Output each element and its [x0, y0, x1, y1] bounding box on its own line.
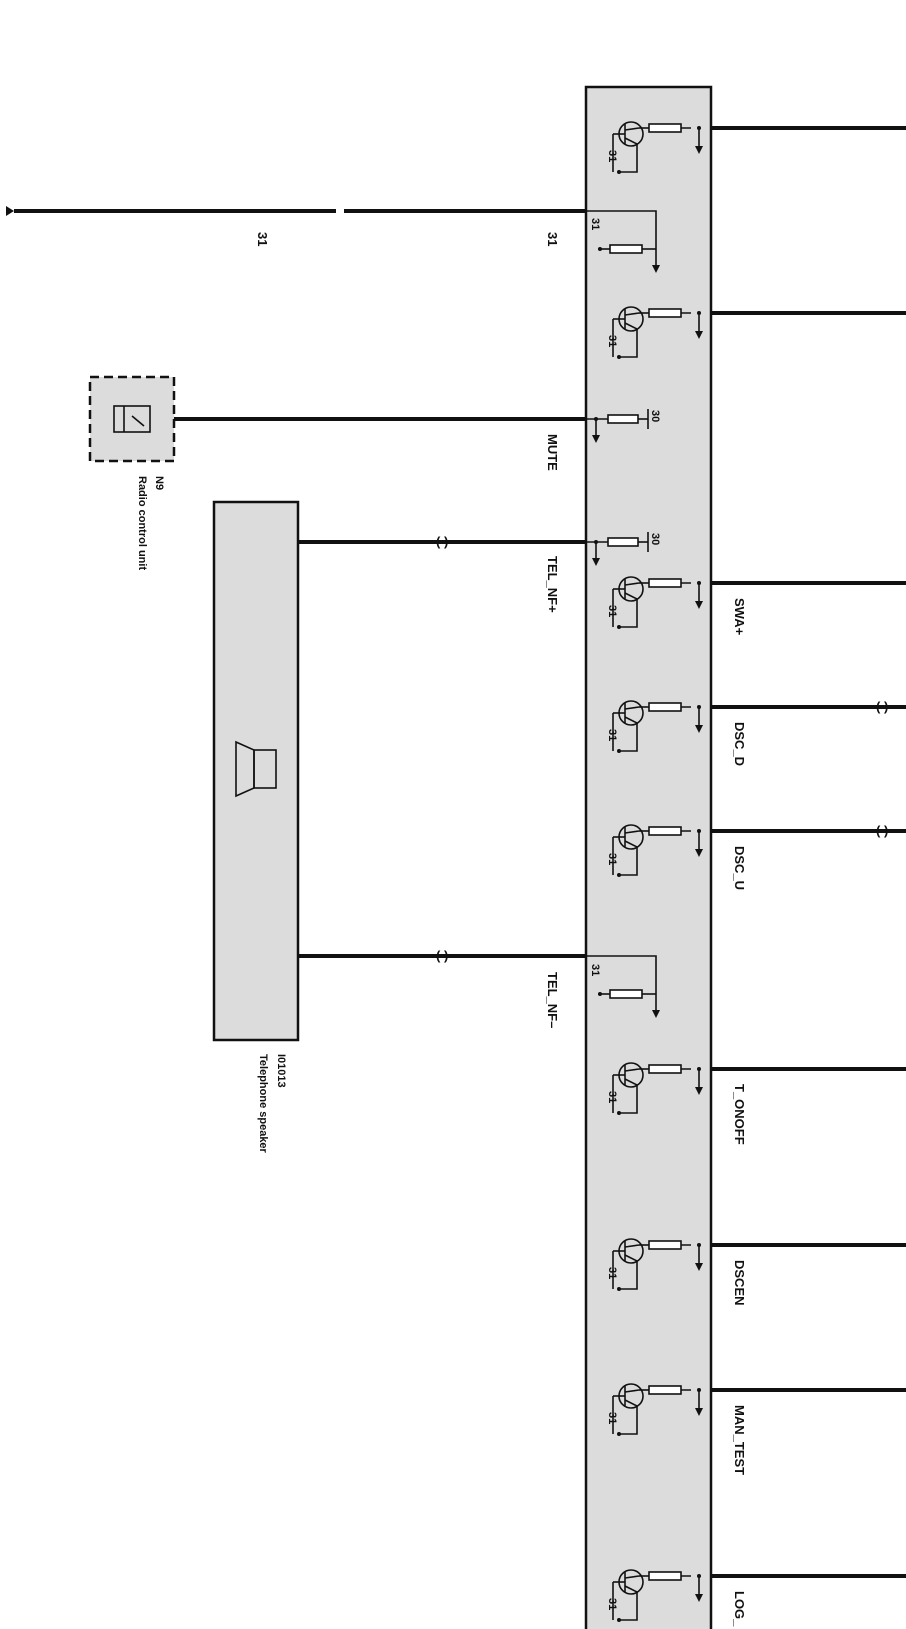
- terminal-31-man-test: 31: [606, 1412, 618, 1424]
- radio-unit-name: Radio control unit: [136, 476, 148, 570]
- terminal-31-dsc-u: 31: [606, 853, 618, 865]
- terminal-31-dsc-d: 31: [606, 729, 618, 741]
- log-label: LOG_: [732, 1591, 747, 1627]
- tel-nf-minus-label: TEL_NF–: [545, 972, 560, 1028]
- ground-label-right: 31: [545, 232, 560, 246]
- speaker-icon: [235, 740, 277, 798]
- connector-mark-4: ( ): [876, 823, 888, 838]
- t-onoff-label: T_ONOFF: [732, 1084, 747, 1145]
- radio-control-unit-box: [88, 375, 176, 463]
- terminal-31-t1: 31: [606, 150, 618, 162]
- connector-mark-2: ( ): [436, 948, 448, 963]
- dscen-label: DSCEN: [732, 1260, 747, 1306]
- man-test-label: MAN_TEST: [732, 1405, 747, 1475]
- swa-plus-label: SWA+: [732, 598, 747, 636]
- tel-nf-plus-label: TEL_NF+: [545, 556, 560, 613]
- dsc-d-label: DSC_D: [732, 722, 747, 766]
- terminal-31-dscen: 31: [606, 1267, 618, 1279]
- speaker-name: Telephone speaker: [257, 1054, 269, 1154]
- terminal-31-label: 31: [589, 218, 601, 230]
- mute-label: MUTE: [545, 434, 560, 471]
- speaker-code: I01013: [275, 1054, 287, 1088]
- telephone-speaker-box: [212, 500, 300, 1042]
- terminal-30-label-mute: 30: [649, 410, 661, 422]
- terminal-31-label-tel: 31: [589, 964, 601, 976]
- radio-unit-code: N9: [153, 476, 165, 490]
- dsc-u-label: DSC_U: [732, 846, 747, 890]
- connector-mark-3: ( ): [876, 699, 888, 714]
- terminal-31-swa: 31: [606, 605, 618, 617]
- control-module-box: [584, 85, 713, 1629]
- ground-label-left: 31: [255, 232, 270, 246]
- radio-icon: [113, 405, 151, 433]
- terminal-31-t-onoff: 31: [606, 1091, 618, 1103]
- terminal-30-label-tel: 30: [649, 533, 661, 545]
- connector-mark-1: ( ): [436, 534, 448, 549]
- ground-arrow-icon: [6, 206, 14, 216]
- terminal-31-t2: 31: [606, 335, 618, 347]
- terminal-31-log: 31: [606, 1598, 618, 1610]
